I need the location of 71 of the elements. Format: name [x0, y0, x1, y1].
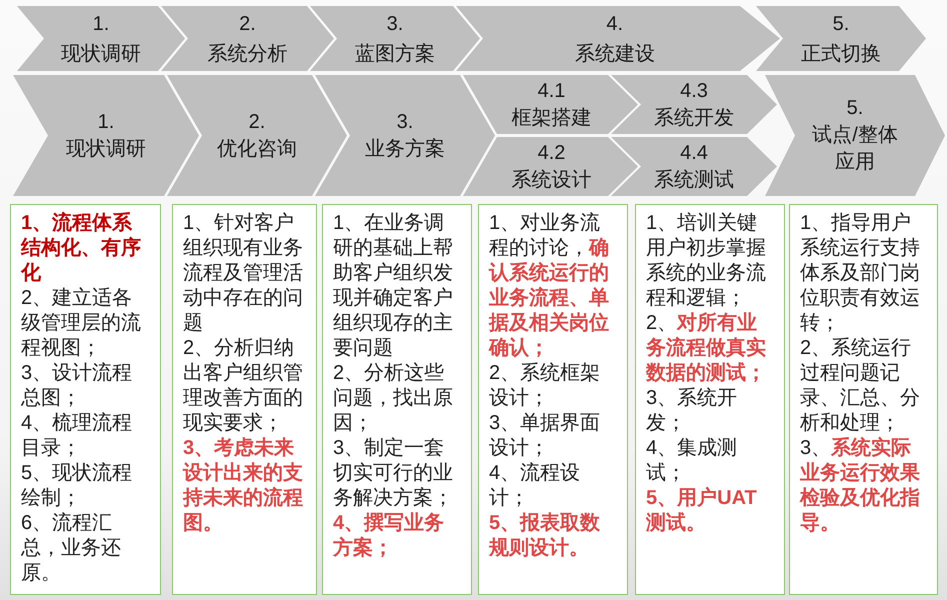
- list-item-text: 2、对所有业务流程做真实数据的测试；: [646, 311, 767, 386]
- list-item-text: 4、集成测试；: [646, 436, 738, 486]
- list-item-text: 2、系统运行过程问题记录、汇总、分析和处理；: [800, 336, 921, 436]
- step-number: 4.: [606, 12, 624, 36]
- step-number: 1.: [92, 12, 110, 36]
- step-title: 系统测试: [654, 168, 734, 192]
- process-step: [456, 6, 780, 71]
- process-step: [463, 75, 638, 134]
- list-item-text: 5、现状流程绘制；: [21, 461, 134, 511]
- process-step: [315, 75, 495, 196]
- step-title: 试点/整体应用: [811, 123, 899, 175]
- step-number: 4.3: [680, 78, 708, 104]
- process-step: [310, 6, 480, 71]
- list-item-text: 5、用户UAT测试。: [646, 486, 758, 536]
- list-item-text: 1、流程体系结构化、有序化: [21, 211, 142, 286]
- process-step: [161, 6, 334, 71]
- list-item-text: 1、对业务流程的讨论，确认系统运行的业务流程、单据及相关岗位确认；: [489, 211, 610, 361]
- list-item-text: 2、分析归纳出客户组织管理改善方面的现实要求；: [183, 336, 304, 436]
- list-item-text: 2、分析这些问题，找出原因；: [333, 361, 454, 436]
- description-card: [10, 204, 161, 595]
- step-title: 正式切换: [801, 42, 881, 66]
- step-number: 4.2: [538, 140, 566, 166]
- step-number: 4.1: [538, 78, 566, 104]
- list-item-text: 1、针对客户组织现有业务流程及管理活动中存在的问题: [183, 211, 304, 336]
- list-item-text: 2、建立适各级管理层的流程视图；: [21, 286, 142, 361]
- step-number: 5.: [832, 12, 850, 36]
- step-title: 系统开发: [654, 106, 734, 130]
- step-number: 5.: [846, 96, 864, 121]
- process-step: [756, 6, 926, 71]
- step-title: 系统设计: [512, 168, 592, 192]
- step-title: 蓝图方案: [355, 42, 435, 66]
- description-card: [635, 204, 785, 595]
- step-number: 3.: [396, 110, 414, 134]
- description-card: [478, 204, 628, 595]
- process-step: [17, 6, 185, 71]
- list-item-text: 1、指导用户系统运行支持体系及部门岗位职责有效运转；: [800, 211, 921, 336]
- list-item-text: 4、梳理流程目录；: [21, 411, 134, 461]
- list-item-text: 3、制定一套切实可行的业务解决方案；: [333, 436, 454, 511]
- process-step: [13, 75, 199, 196]
- process-step: [463, 137, 638, 196]
- step-number: 2.: [248, 110, 266, 134]
- list-item-text: 3、设计流程总图；: [21, 361, 134, 411]
- description-card: [789, 204, 938, 595]
- list-item-text: 3、系统开发；: [646, 386, 738, 436]
- step-number: 4.4: [680, 140, 708, 166]
- process-step: [167, 75, 347, 196]
- step-number: 3.: [386, 12, 404, 36]
- list-item-text: 4、撰写业务方案；: [333, 511, 446, 561]
- step-title: 业务方案: [365, 136, 445, 162]
- description-card: [322, 204, 472, 595]
- list-item-text: 3、单据界面设计；: [489, 411, 602, 461]
- step-title: 框架搭建: [512, 106, 592, 130]
- process-step: [611, 75, 777, 134]
- step-number: 2.: [239, 12, 256, 36]
- step-title: 系统建设: [574, 42, 655, 66]
- list-item-text: 4、流程设计；: [489, 461, 582, 511]
- list-item-text: 3、系统实际业务运行效果检验及优化指导。: [800, 436, 921, 536]
- list-item-text: 2、系统框架设计；: [489, 361, 602, 411]
- list-item-text: 1、培训关键用户初步掌握系统的业务流程和逻辑；: [646, 211, 767, 311]
- list-item-text: 5、报表取数规则设计。: [489, 511, 602, 561]
- step-title: 现状调研: [61, 42, 141, 66]
- list-item-text: 1、在业务调研的基础上帮助客户组织发现并确定客户组织现存的主要问题: [333, 211, 454, 361]
- step-title: 系统分析: [208, 42, 288, 66]
- list-item-text: 3、考虑未来设计出来的支持未来的流程图。: [183, 436, 304, 536]
- step-title: 现状调研: [66, 136, 146, 162]
- step-title: 优化咨询: [217, 136, 297, 162]
- list-item-text: 6、流程汇总，业务还原。: [21, 511, 122, 586]
- description-card: [172, 204, 317, 595]
- step-number: 1.: [98, 110, 114, 134]
- process-step: [765, 75, 945, 196]
- process-step: [611, 137, 777, 196]
